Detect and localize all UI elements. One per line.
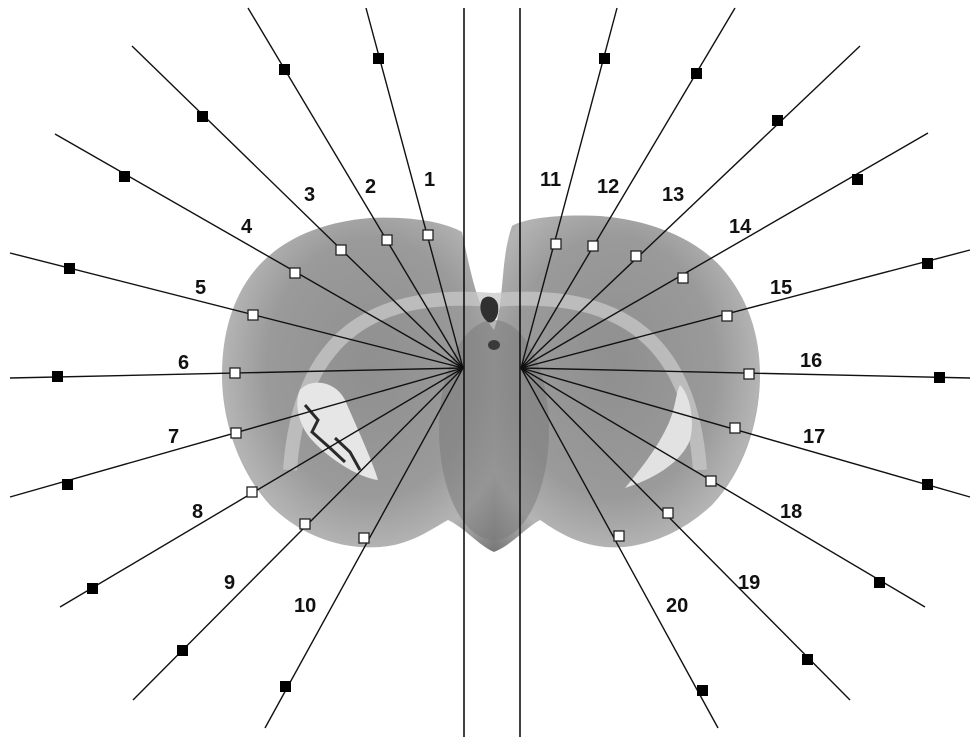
ray-6-label: 6 [178,352,189,374]
ray-8-inner-marker [247,487,257,497]
ray-17-label: 17 [803,426,825,448]
ray-18-label: 18 [780,501,802,523]
ray-9-label: 9 [224,572,235,594]
ray-20-label: 20 [666,595,688,617]
ray-10-outer-marker [280,681,291,692]
ray-4-label: 4 [241,216,253,238]
ray-12-label: 12 [597,176,619,198]
ray-15-inner-marker [722,311,732,321]
ray-2-label: 2 [365,176,376,198]
ray-15-outer-marker [922,258,933,269]
ray-1-outer-marker [373,53,384,64]
ray-17-outer-marker [922,479,933,490]
ray-18-outer-marker [874,577,885,588]
ray-18-inner-marker [706,476,716,486]
ray-19-label: 19 [738,572,760,594]
ray-9-inner-marker [300,519,310,529]
ray-12-outer-marker [691,68,702,79]
ray-2-outer-marker [279,64,290,75]
ray-14-label: 14 [729,216,752,238]
midline-small-spot [488,340,500,350]
ray-10-inner-marker [359,533,369,543]
ray-3-inner-marker [336,245,346,255]
ray-13-label: 13 [662,184,684,206]
ray-12-inner-marker [588,241,598,251]
ray-16-label: 16 [800,350,822,372]
ray-4-inner-marker [290,268,300,278]
ray-13-outer-marker [772,115,783,126]
ray-16-outer-marker [934,372,945,383]
ray-14-outer-marker [852,174,863,185]
ray-11-inner-marker [551,239,561,249]
ray-16-inner-marker [744,369,754,379]
ray-11-label: 11 [540,169,561,191]
ray-3-label: 3 [304,184,315,206]
ray-20-outer-marker [697,685,708,696]
ray-6-inner-marker [230,368,240,378]
ray-7-outer-marker [62,479,73,490]
ray-10-label: 10 [294,595,316,617]
ray-19-outer-marker [802,654,813,665]
ray-3-outer-marker [197,111,208,122]
ray-8-outer-marker [87,583,98,594]
ray-5-inner-marker [248,310,258,320]
ray-17-inner-marker [730,423,740,433]
ray-7-inner-marker [231,428,241,438]
ray-15-label: 15 [770,277,792,299]
ray-13-inner-marker [631,251,641,261]
ray-5-label: 5 [195,277,206,299]
ray-5-outer-marker [64,263,75,274]
ray-6-outer-marker [52,371,63,382]
ray-1-label: 1 [424,169,435,191]
brain-section-image [222,215,760,552]
central-region [439,320,549,540]
ray-7-label: 7 [168,426,179,448]
ray-2-inner-marker [382,235,392,245]
ray-9-outer-marker [177,645,188,656]
ray-4-outer-marker [119,171,130,182]
ray-8-label: 8 [192,501,203,523]
ray-14-inner-marker [678,273,688,283]
ray-1-inner-marker [423,230,433,240]
ray-11-outer-marker [599,53,610,64]
ray-19-inner-marker [663,508,673,518]
ray-20-inner-marker [614,531,624,541]
